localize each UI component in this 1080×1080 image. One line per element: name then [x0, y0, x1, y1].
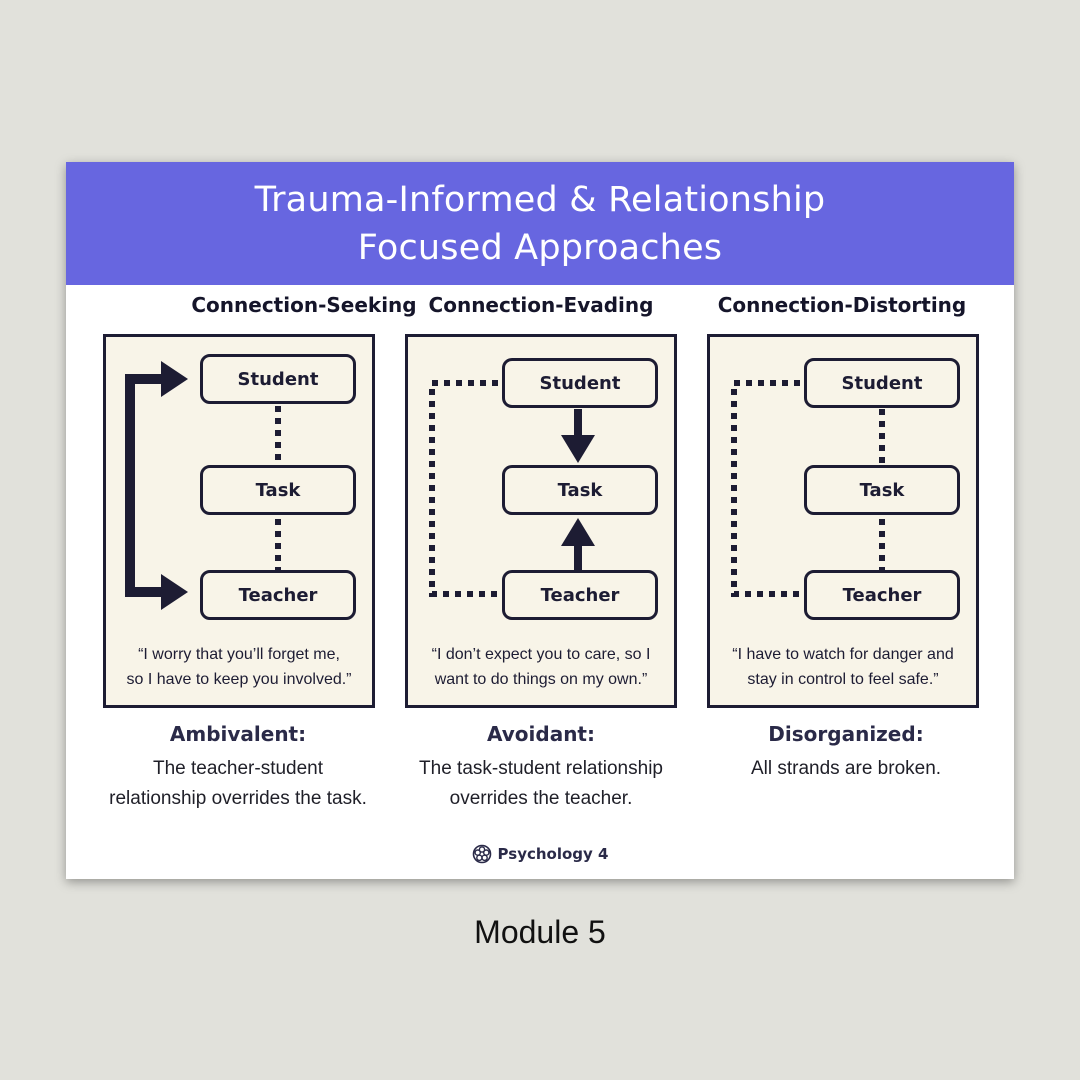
- node-task: Task: [804, 465, 960, 515]
- heading-connection-distorting: Connection-Distorting: [717, 293, 967, 317]
- quote-line-2: so I have to keep you involved.”: [126, 671, 352, 688]
- style-name-avoidant: Avoidant:: [486, 722, 595, 746]
- node-teacher: Teacher: [200, 570, 356, 620]
- bracket-arrow-line: [125, 374, 170, 597]
- quote-line-1: “I have to watch for danger and: [732, 646, 954, 663]
- diagram-connection-evading: Student Task Teacher “I don’t expect you…: [405, 334, 677, 708]
- dotted-bracket: [731, 380, 800, 597]
- style-desc-disorganized: All strands are broken.: [686, 754, 1006, 784]
- title-line-1: Trauma-Informed & Relationship: [254, 179, 826, 220]
- style-name-ambivalent: Ambivalent:: [169, 722, 307, 746]
- distorting-connectors: [731, 380, 885, 597]
- node-task: Task: [200, 465, 356, 515]
- brand-footer: Psychology 4: [66, 844, 1014, 864]
- arrowhead-to-teacher: [161, 574, 188, 610]
- quote-evading: “I don’t expect you to care, so I want t…: [414, 642, 668, 692]
- flower-logo-icon: [472, 844, 491, 864]
- dotted-bracket: [429, 380, 498, 597]
- desc-line-1: All strands are broken.: [750, 758, 942, 779]
- heading-connection-evading: Connection-Evading: [428, 293, 654, 317]
- desc-line-2: relationship overrides the task.: [109, 788, 367, 809]
- node-student: Student: [502, 358, 658, 408]
- infographic-card: Trauma-Informed & Relationship Focused A…: [66, 162, 1014, 879]
- desc-line-2: overrides the teacher.: [449, 788, 633, 809]
- diagram-connection-distorting: Student Task Teacher “I have to watch fo…: [707, 334, 979, 708]
- brand-name: Psychology 4: [497, 845, 609, 863]
- arrowhead-into-task-top: [561, 435, 595, 463]
- style-desc-ambivalent: The teacher-student relationship overrid…: [78, 754, 398, 814]
- arrowhead-into-task-bottom: [561, 518, 595, 546]
- quote-line-2: want to do things on my own.”: [434, 671, 648, 688]
- title-banner: Trauma-Informed & Relationship Focused A…: [66, 162, 1014, 285]
- quote-distorting: “I have to watch for danger and stay in …: [716, 642, 970, 692]
- desc-line-1: The task-student relationship: [419, 758, 663, 779]
- title-line-2: Focused Approaches: [357, 227, 723, 268]
- module-caption: Module 5: [474, 914, 606, 950]
- style-desc-avoidant: The task-student relationship overrides …: [381, 754, 701, 814]
- diagram-connection-seeking: Student Task Teacher “I worry that you’l…: [103, 334, 375, 708]
- node-teacher: Teacher: [502, 570, 658, 620]
- seeking-connectors: [125, 361, 281, 610]
- quote-line-1: “I don’t expect you to care, so I: [431, 646, 651, 663]
- node-student: Student: [804, 358, 960, 408]
- arrowhead-to-student: [161, 361, 188, 397]
- heading-connection-seeking: Connection-Seeking: [191, 293, 417, 317]
- evading-connectors: [429, 380, 595, 597]
- quote-seeking: “I worry that you’ll forget me, so I hav…: [112, 642, 366, 692]
- desc-line-1: The teacher-student: [152, 758, 324, 779]
- node-student: Student: [200, 354, 356, 404]
- quote-line-1: “I worry that you’ll forget me,: [138, 646, 340, 663]
- node-teacher: Teacher: [804, 570, 960, 620]
- style-name-disorganized: Disorganized:: [768, 722, 924, 746]
- quote-line-2: stay in control to feel safe.”: [747, 671, 939, 688]
- node-task: Task: [502, 465, 658, 515]
